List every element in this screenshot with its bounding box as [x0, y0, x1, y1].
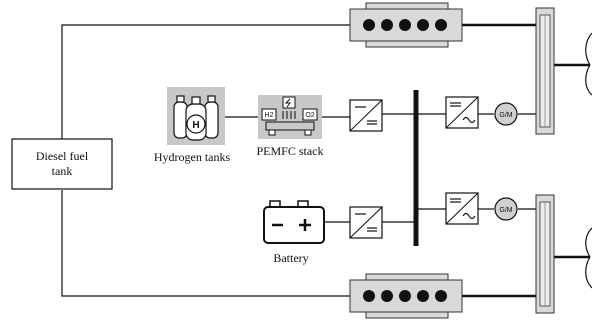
dc-dc-converter-icon	[349, 99, 383, 132]
diesel-fuel-tank: Diesel fuel tank	[11, 138, 113, 190]
diesel-engine-icon	[349, 273, 463, 319]
gm-bottom-label: G/M	[499, 207, 512, 214]
hydrogen-tanks-label: Hydrogen tanks	[154, 150, 231, 164]
generator-motor-top: G/M	[494, 102, 518, 126]
h2-symbol: H	[192, 120, 199, 131]
gearbox-icon	[535, 7, 555, 135]
propeller-icon	[585, 32, 592, 96]
gm-top-label: G/M	[499, 112, 512, 119]
fuel-line-top	[61, 24, 350, 140]
generator-motor-bottom: G/M	[494, 197, 518, 221]
dc-dc-converter-icon	[349, 206, 383, 239]
pemfc-stack-icon: H2 O2	[258, 95, 322, 139]
connection-lines	[61, 24, 536, 297]
dc-ac-inverter-icon	[445, 192, 479, 225]
diesel-engine-icon	[349, 2, 463, 48]
pemfc-o2-tag: O2	[305, 112, 314, 119]
propeller-icon	[585, 227, 592, 289]
fuel-line-bottom	[61, 190, 350, 297]
hydrogen-tanks-icon: H	[167, 87, 225, 145]
dc-ac-inverter-icon	[445, 96, 479, 129]
diesel-tank-label-line1: Diesel fuel	[36, 149, 89, 163]
diesel-tank-label-line2: tank	[52, 164, 73, 178]
battery-icon	[263, 200, 325, 244]
battery-label: Battery	[273, 251, 308, 265]
gearbox-icon	[535, 194, 555, 314]
pemfc-stack-label: PEMFC stack	[256, 144, 323, 158]
pemfc-h2-tag: H2	[265, 112, 274, 119]
shafts	[462, 23, 590, 298]
